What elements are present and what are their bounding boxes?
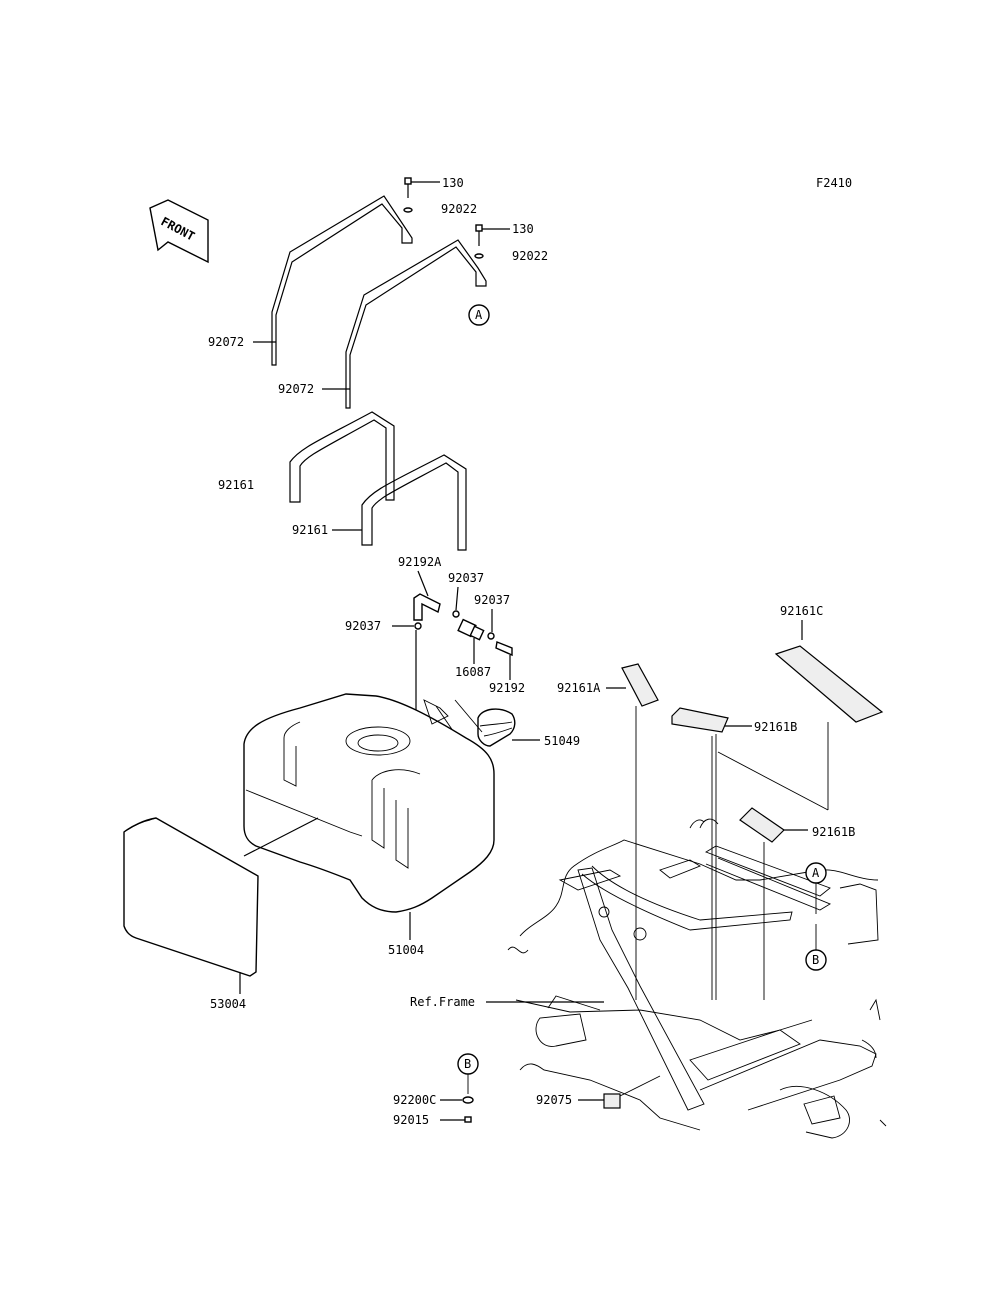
label-92161a: 92161: [218, 478, 254, 492]
reference-frame: [507, 818, 887, 1139]
label-ref-frame: Ref.Frame: [410, 995, 475, 1009]
label-92037a: 92037: [448, 571, 484, 585]
valve-16087: [457, 618, 485, 641]
bolt-130-lower: [474, 224, 510, 259]
label-92161C: 92161C: [780, 604, 823, 618]
clamp-92037c: [414, 622, 422, 630]
svg-text:B: B: [464, 1057, 471, 1071]
label-92037b: 92037: [474, 593, 510, 607]
label-92072a: 92072: [208, 335, 244, 349]
nut-92015: [464, 1116, 472, 1123]
label-53004: 53004: [210, 997, 246, 1011]
hose-92192A: [413, 593, 441, 621]
hose-92192: [495, 641, 513, 657]
svg-text:A: A: [475, 308, 483, 322]
block-92075: [603, 1093, 621, 1109]
svg-text:B: B: [812, 953, 819, 967]
figure-code: F2410: [816, 176, 852, 190]
label-92161A: 92161A: [557, 681, 601, 695]
front-direction-arrow: FRONT: [149, 199, 209, 264]
label-92192A: 92192A: [398, 555, 442, 569]
pad-92161B-top: [671, 707, 729, 733]
fuel-tank-51004: [243, 693, 495, 913]
label-92161B1: 92161B: [754, 720, 797, 734]
strap-92072-rear: [271, 195, 413, 366]
label-51049: 51049: [544, 734, 580, 748]
pad-92161C: [774, 645, 884, 723]
marker-a-top: A: [468, 304, 490, 326]
label-51004: 51004: [388, 943, 424, 957]
label-92161b: 92161: [292, 523, 328, 537]
label-92200C: 92200C: [393, 1093, 436, 1107]
label-92075: 92075: [536, 1093, 572, 1107]
label-92022a: 92022: [441, 202, 477, 216]
label-130b: 130: [512, 222, 534, 236]
label-92161B2: 92161B: [812, 825, 855, 839]
label-16087: 16087: [455, 665, 491, 679]
fuel-cap-51049: [477, 708, 516, 747]
marker-b-frame: B: [805, 949, 827, 971]
bolt-130-upper: [403, 177, 440, 213]
label-92022b: 92022: [512, 249, 548, 263]
label-92072b: 92072: [278, 382, 314, 396]
marker-b-lower: B: [457, 1053, 479, 1075]
label-92192: 92192: [489, 681, 525, 695]
label-130a: 130: [442, 176, 464, 190]
pad-92161-front: [361, 454, 467, 551]
washer-92200C: [462, 1096, 474, 1104]
marker-a-frame: A: [805, 862, 827, 884]
clamp-92037a: [452, 610, 460, 618]
pad-53004: [123, 817, 259, 977]
label-92015: 92015: [393, 1113, 429, 1127]
pad-92161-rear: [289, 411, 395, 503]
pad-92161B-bottom: [739, 807, 785, 843]
pad-92161A: [621, 663, 659, 707]
clamp-92037b: [487, 632, 495, 640]
svg-text:A: A: [812, 866, 820, 880]
label-92037c: 92037: [345, 619, 381, 633]
strap-92072-front: [345, 239, 487, 409]
